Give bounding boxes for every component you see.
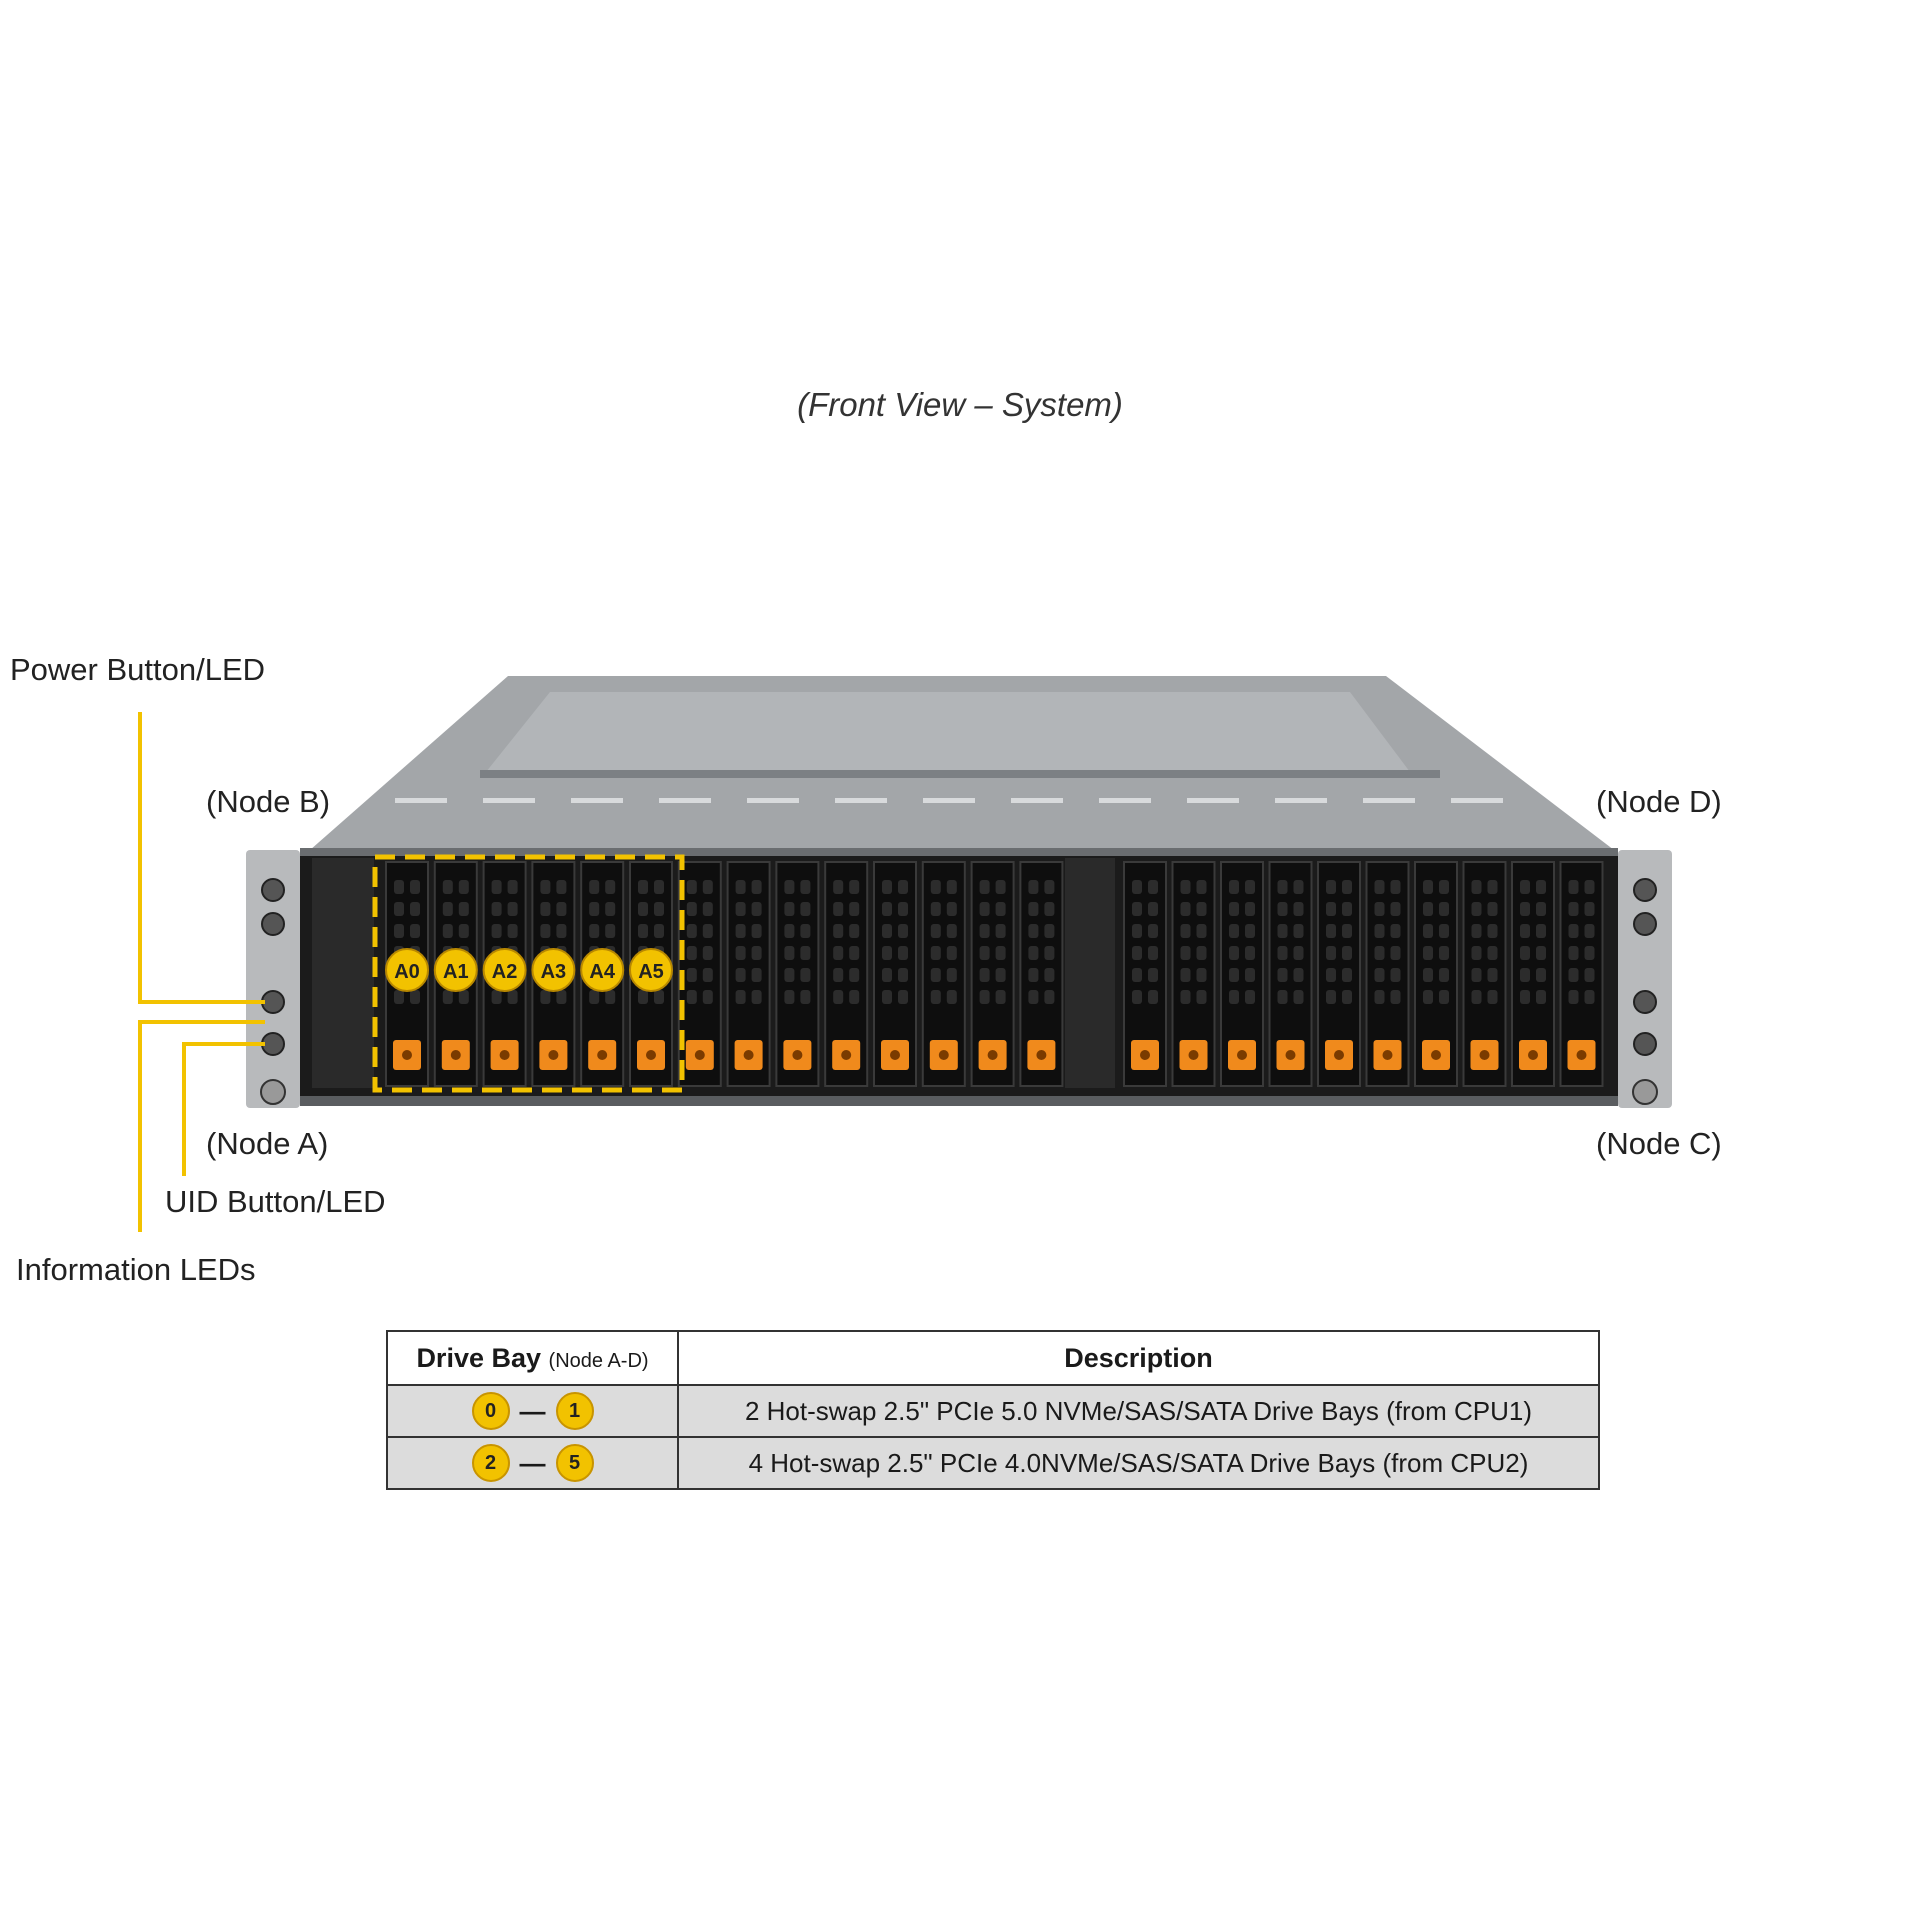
bay-marker-label: A3 [541,961,567,983]
node-a-highlight-box [372,854,685,1093]
top-vent-slot [571,798,623,803]
bay-marker: A3 [531,948,576,992]
bay-description-cell: 4 Hot-swap 2.5" PCIe 4.0NVMe/SAS/SATA Dr… [677,1436,1600,1490]
bay-number-badge: 1 [555,1392,594,1430]
front-panel-button [1633,878,1657,902]
bay-number-badge: 5 [555,1444,594,1482]
top-vent-slot [835,798,887,803]
thumbscrew [260,1079,286,1105]
bay-marker: A5 [629,948,673,992]
information-leds-callout: Information LEDs [16,1252,256,1287]
top-vent-slot [483,798,535,803]
table-header-row: Drive Bay (Node A-D) Description [386,1330,1600,1386]
drive-bay [1171,861,1216,1087]
drive-bay [1462,861,1507,1087]
center-vent [1065,858,1115,1088]
drive-bay [1365,861,1410,1087]
node-c-label: (Node C) [1596,1126,1722,1161]
table-row: 2—5 4 Hot-swap 2.5" PCIe 4.0NVMe/SAS/SAT… [386,1436,1600,1490]
top-vent-slot [747,798,799,803]
front-panel-button [261,990,285,1014]
header-description: Description [677,1330,1600,1386]
header-drive-bay-text: Drive Bay [416,1342,542,1373]
drive-bay [677,861,722,1087]
top-vent-slot [395,798,447,803]
drive-bay [726,861,771,1087]
bay-marker: A0 [385,948,429,992]
bay-description-cell: 2 Hot-swap 2.5" PCIe 5.0 NVMe/SAS/SATA D… [677,1384,1600,1438]
bay-marker-label: A1 [443,961,469,983]
drive-bay [1220,861,1264,1087]
front-panel-button [261,1032,285,1056]
drive-bay [1268,861,1313,1087]
top-vent-slot [1099,798,1151,803]
info-leader-line [138,1020,265,1232]
drive-bay [1559,861,1604,1087]
bay-marker: A1 [433,948,478,992]
drive-bay [1123,861,1167,1087]
right-rack-ear [1618,850,1672,1108]
node-b-label: (Node B) [206,784,331,819]
bay-range-cell: 2—5 [386,1436,679,1490]
bay-marker-label: A4 [589,961,615,983]
front-panel-button [1633,912,1657,936]
bay-marker: A4 [580,948,625,992]
bay-number-markers: A0 A1 A2 A3 A4 A5 [385,948,673,992]
drive-bay [921,861,966,1087]
table-row: 0—1 2 Hot-swap 2.5" PCIe 5.0 NVMe/SAS/SA… [386,1384,1600,1438]
top-vent-slot [1011,798,1063,803]
header-drive-bay-sub: (Node A-D) [548,1349,649,1372]
bay-marker-label: A0 [394,961,420,983]
left-vent [312,858,374,1088]
drive-bay [970,861,1015,1087]
drive-bay [873,861,917,1087]
drive-bay [1511,861,1555,1087]
thumbscrew [1632,1079,1658,1105]
front-panel-button [1633,990,1657,1014]
top-vent-slot [659,798,711,803]
drive-bay-table: Drive Bay (Node A-D) Description 0—1 2 H… [386,1330,1600,1490]
power-button-callout: Power Button/LED [10,652,266,687]
drive-bay [1019,861,1064,1087]
uid-leader-line [182,1042,265,1176]
drive-bay [824,861,869,1087]
front-panel-button [261,878,285,902]
power-leader-line [138,712,265,1004]
drive-bay [775,861,820,1087]
drive-bay [1414,861,1458,1087]
header-drive-bay: Drive Bay (Node A-D) [386,1330,679,1386]
node-d-label: (Node D) [1596,784,1722,819]
top-vent-slot [1275,798,1327,803]
front-panel-button [1633,1032,1657,1056]
front-panel-button [261,912,285,936]
top-vent-slot [1363,798,1415,803]
bay-range-cell: 0—1 [386,1384,679,1438]
bay-number-badge: 0 [471,1392,510,1430]
node-a-label: (Node A) [206,1126,329,1161]
top-vents [395,798,1503,803]
bay-number-badge: 2 [471,1444,510,1482]
bay-marker-label: A2 [492,961,518,983]
top-vent-slot [1451,798,1503,803]
bay-marker: A2 [482,948,527,992]
bay-marker-label: A5 [638,961,664,983]
top-vent-slot [1187,798,1239,803]
figure-caption: (Front View – System) [797,386,1123,423]
top-vent-slot [923,798,975,803]
drive-bay [1317,861,1361,1087]
uid-button-callout: UID Button/LED [165,1184,386,1219]
